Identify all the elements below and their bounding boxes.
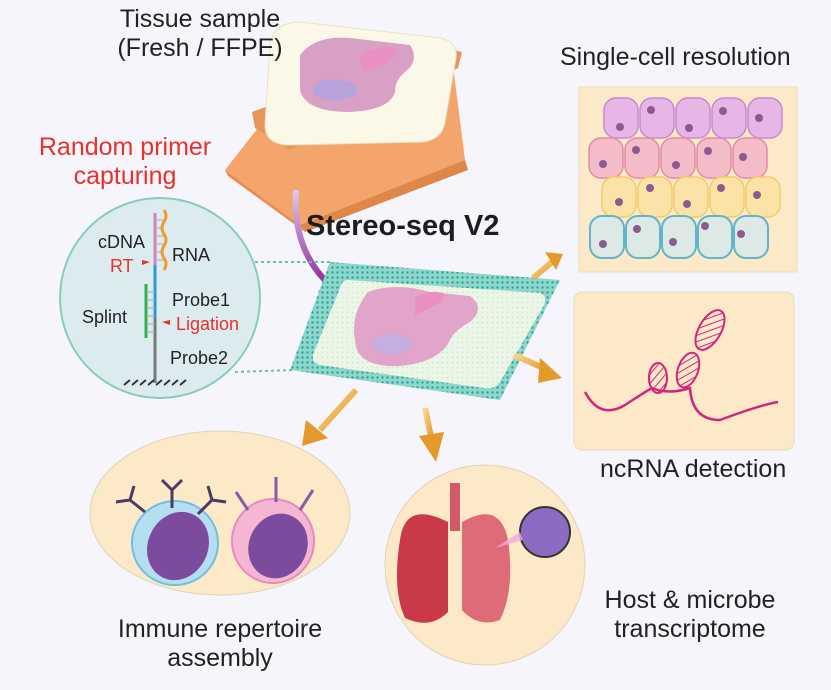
cdna-label: cDNA: [98, 232, 146, 252]
rt-label: RT: [110, 256, 134, 276]
ligation-label: Ligation: [176, 314, 240, 334]
stereo-seq-title: Stereo-seq V2: [306, 210, 500, 242]
tissue-sample-label: Tissue sample (Fresh / FFPE): [117, 5, 283, 62]
probe-inset: [59, 197, 330, 399]
single-cell-panel: [578, 86, 798, 273]
ncrna-label: ncRNA detection: [600, 455, 787, 483]
ncrna-panel: [573, 291, 795, 451]
stereo-seq-chip: [290, 262, 560, 400]
tissue-block-illustration: [225, 21, 468, 232]
probe2-label: Probe2: [170, 348, 229, 368]
rna-label: RNA: [172, 245, 211, 265]
immune-repertoire-label: Immune repertoire assembly: [117, 615, 323, 672]
immune-panel: [89, 430, 351, 596]
lung-panel: [384, 464, 586, 666]
probe1-label: Probe1: [172, 290, 231, 310]
host-microbe-label: Host & microbe transcriptome: [604, 586, 776, 643]
single-cell-label: Single-cell resolution: [560, 43, 791, 71]
output-arrows: [302, 252, 563, 462]
random-primer-label: Random primer capturing: [38, 133, 212, 190]
splint-label: Splint: [82, 307, 128, 327]
